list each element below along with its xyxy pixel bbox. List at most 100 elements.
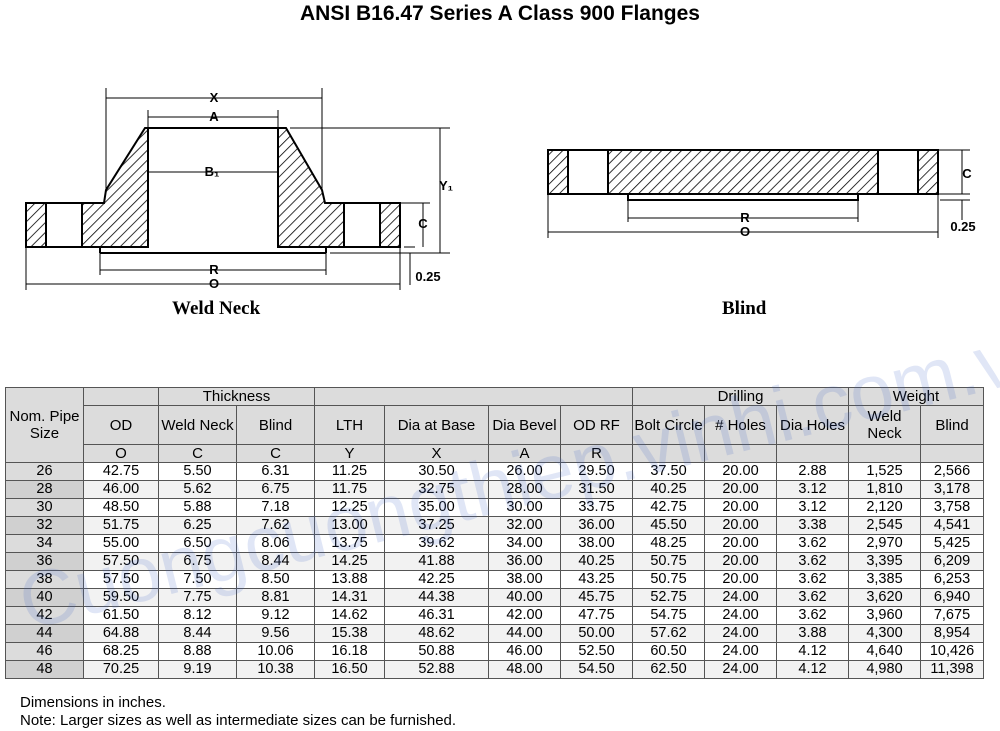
table-cell: 10.06: [236, 642, 315, 661]
table-cell: 31.50: [560, 480, 633, 499]
header-drilling: Drilling: [632, 387, 849, 406]
table-cell: 2.88: [776, 462, 849, 481]
table-cell: 8.12: [158, 606, 237, 625]
table-cell: 13.75: [314, 534, 385, 553]
table-cell: 7.18: [236, 498, 315, 517]
table-cell: 8.44: [236, 552, 315, 571]
table-cell: 4,980: [848, 660, 921, 679]
header-col: OD: [83, 405, 159, 445]
table-cell: 3.62: [776, 534, 849, 553]
table-cell: 24.00: [704, 588, 777, 607]
blind-dim-r-label: R: [740, 210, 750, 225]
table-cell: 30.00: [488, 498, 561, 517]
table-cell: 3,178: [920, 480, 984, 499]
table-cell: 40.25: [560, 552, 633, 571]
table-cell: 13.88: [314, 570, 385, 589]
table-cell: 10,426: [920, 642, 984, 661]
table-cell: 6.31: [236, 462, 315, 481]
table-cell: 4.12: [776, 642, 849, 661]
weld-neck-caption: Weld Neck: [172, 298, 261, 319]
table-cell: 61.50: [83, 606, 159, 625]
header-group-blank: [314, 387, 633, 406]
note-sizes: Note: Larger sizes as well as intermedia…: [20, 712, 457, 729]
table-cell: 3,758: [920, 498, 984, 517]
table-cell: 57.62: [632, 624, 705, 643]
table-cell: 38.00: [560, 534, 633, 553]
pipe-size-cell: 46: [5, 642, 84, 661]
table-cell: 2,545: [848, 516, 921, 535]
table-cell: 11.25: [314, 462, 385, 481]
table-cell: 20.00: [704, 534, 777, 553]
header-symbol: X: [384, 444, 489, 463]
table-cell: 10.38: [236, 660, 315, 679]
table-cell: 32.00: [488, 516, 561, 535]
table-cell: 4,541: [920, 516, 984, 535]
pipe-size-cell: 36: [5, 552, 84, 571]
table-cell: 6,209: [920, 552, 984, 571]
table-cell: 9.56: [236, 624, 315, 643]
table-cell: 68.25: [83, 642, 159, 661]
table-cell: 50.75: [632, 570, 705, 589]
table-cell: 13.00: [314, 516, 385, 535]
dim-o-label: O: [209, 276, 219, 291]
blind-drawing: [547, 149, 970, 238]
table-cell: 26.00: [488, 462, 561, 481]
table-cell: 8.88: [158, 642, 237, 661]
header-col: Dia Holes: [776, 405, 849, 445]
table-cell: 46.00: [83, 480, 159, 499]
pipe-size-cell: 30: [5, 498, 84, 517]
header-col: Dia at Base: [384, 405, 489, 445]
table-cell: 4.12: [776, 660, 849, 679]
dim-y1-label: Y₁: [439, 178, 453, 193]
table-cell: 3,385: [848, 570, 921, 589]
table-cell: 8.44: [158, 624, 237, 643]
table-cell: 24.00: [704, 606, 777, 625]
header-col: OD RF: [560, 405, 633, 445]
table-cell: 50.88: [384, 642, 489, 661]
table-cell: 4,640: [848, 642, 921, 661]
table-cell: 4,300: [848, 624, 921, 643]
table-cell: 35.00: [384, 498, 489, 517]
table-cell: 47.75: [560, 606, 633, 625]
table-cell: 42.75: [632, 498, 705, 517]
pipe-size-cell: 48: [5, 660, 84, 679]
page-title: ANSI B16.47 Series A Class 900 Flanges: [300, 2, 700, 25]
pipe-size-cell: 44: [5, 624, 84, 643]
table-cell: 3.62: [776, 588, 849, 607]
pipe-size-cell: 38: [5, 570, 84, 589]
table-cell: 59.50: [83, 588, 159, 607]
pipe-size-cell: 32: [5, 516, 84, 535]
table-cell: 57.50: [83, 552, 159, 571]
table-cell: 3.12: [776, 480, 849, 499]
table-cell: 38.00: [488, 570, 561, 589]
table-cell: 41.88: [384, 552, 489, 571]
table-cell: 7.50: [158, 570, 237, 589]
header-symbol: [704, 444, 777, 463]
table-cell: 36.00: [488, 552, 561, 571]
table-cell: 2,566: [920, 462, 984, 481]
dim-b1-label: B₁: [205, 164, 220, 179]
table-cell: 6.50: [158, 534, 237, 553]
table-cell: 7.75: [158, 588, 237, 607]
table-cell: 14.62: [314, 606, 385, 625]
table-cell: 3,620: [848, 588, 921, 607]
table-cell: 7.62: [236, 516, 315, 535]
table-cell: 1,525: [848, 462, 921, 481]
dim-c-label: C: [418, 216, 428, 231]
header-col: Bolt Circle: [632, 405, 705, 445]
table-cell: 5.88: [158, 498, 237, 517]
table-cell: 37.25: [384, 516, 489, 535]
table-cell: 9.12: [236, 606, 315, 625]
table-cell: 15.38: [314, 624, 385, 643]
header-symbol: A: [488, 444, 561, 463]
table-cell: 37.50: [632, 462, 705, 481]
table-cell: 3,395: [848, 552, 921, 571]
table-cell: 6.25: [158, 516, 237, 535]
